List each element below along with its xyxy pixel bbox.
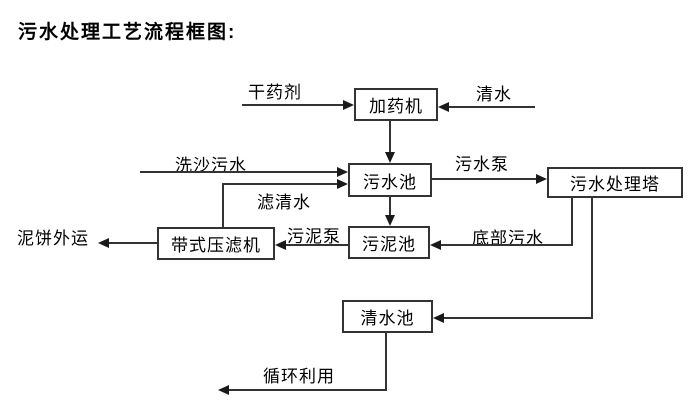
edge-recycle [228, 389, 387, 391]
page-title: 污水处理工艺流程框图: [18, 22, 237, 43]
edge-sand-washing-sewage [140, 171, 338, 173]
label-sewage-pump: 污水泵 [455, 155, 509, 174]
arrowhead-left-icon [433, 313, 444, 323]
node-clear-water-pool: 清水池 [342, 300, 433, 333]
node-belt-filter-press: 带式压滤机 [157, 227, 275, 260]
label-clear-water: 清水 [476, 85, 512, 104]
arrowhead-down-icon [385, 152, 395, 163]
edge-dry-chemical [242, 104, 344, 106]
arrowhead-right-icon [536, 174, 547, 184]
edge-sewage-to-sludge [389, 197, 391, 216]
label-sand-washing-sewage: 洗沙污水 [175, 156, 247, 175]
arrowhead-left-icon [218, 385, 229, 395]
arrowhead-down-icon [385, 215, 395, 226]
edge-filtered-water-riser [222, 183, 224, 227]
arrowhead-left-icon [438, 102, 449, 112]
edge-bottom-sewage-drop [571, 198, 573, 246]
arrowhead-right-icon [343, 100, 354, 110]
edge-dosing-to-sewage [389, 121, 391, 153]
label-filtered-water: 滤清水 [257, 193, 311, 212]
node-sewage-pool: 污水池 [348, 163, 432, 197]
arrowhead-right-icon [337, 179, 348, 189]
node-dosing-machine: 加药机 [354, 88, 438, 121]
label-dry-chemical: 干药剂 [248, 83, 302, 102]
edge-filtered-water [222, 183, 338, 185]
label-mud-cake-out: 泥饼外运 [17, 229, 89, 248]
edge-bottom-sewage [441, 244, 573, 246]
edge-tower-to-clear [444, 317, 593, 319]
edge-recycle-drop [385, 333, 387, 391]
edge-sludge-pump [286, 244, 348, 246]
edge-mud-cake-out [108, 242, 157, 244]
arrowhead-left-icon [275, 240, 286, 250]
label-recycle: 循环利用 [263, 367, 335, 386]
arrowhead-left-icon [98, 238, 109, 248]
node-sludge-pool: 污泥池 [348, 226, 430, 259]
arrowhead-right-icon [337, 167, 348, 177]
edge-clear-water [449, 106, 535, 108]
node-treatment-tower: 污水处理塔 [547, 167, 683, 198]
edge-tower-to-clear-drop [591, 198, 593, 319]
label-bottom-sewage: 底部污水 [472, 229, 544, 248]
arrowhead-left-icon [430, 240, 441, 250]
label-sludge-pump: 污泥泵 [287, 227, 341, 246]
edge-sewage-pump [432, 178, 537, 180]
